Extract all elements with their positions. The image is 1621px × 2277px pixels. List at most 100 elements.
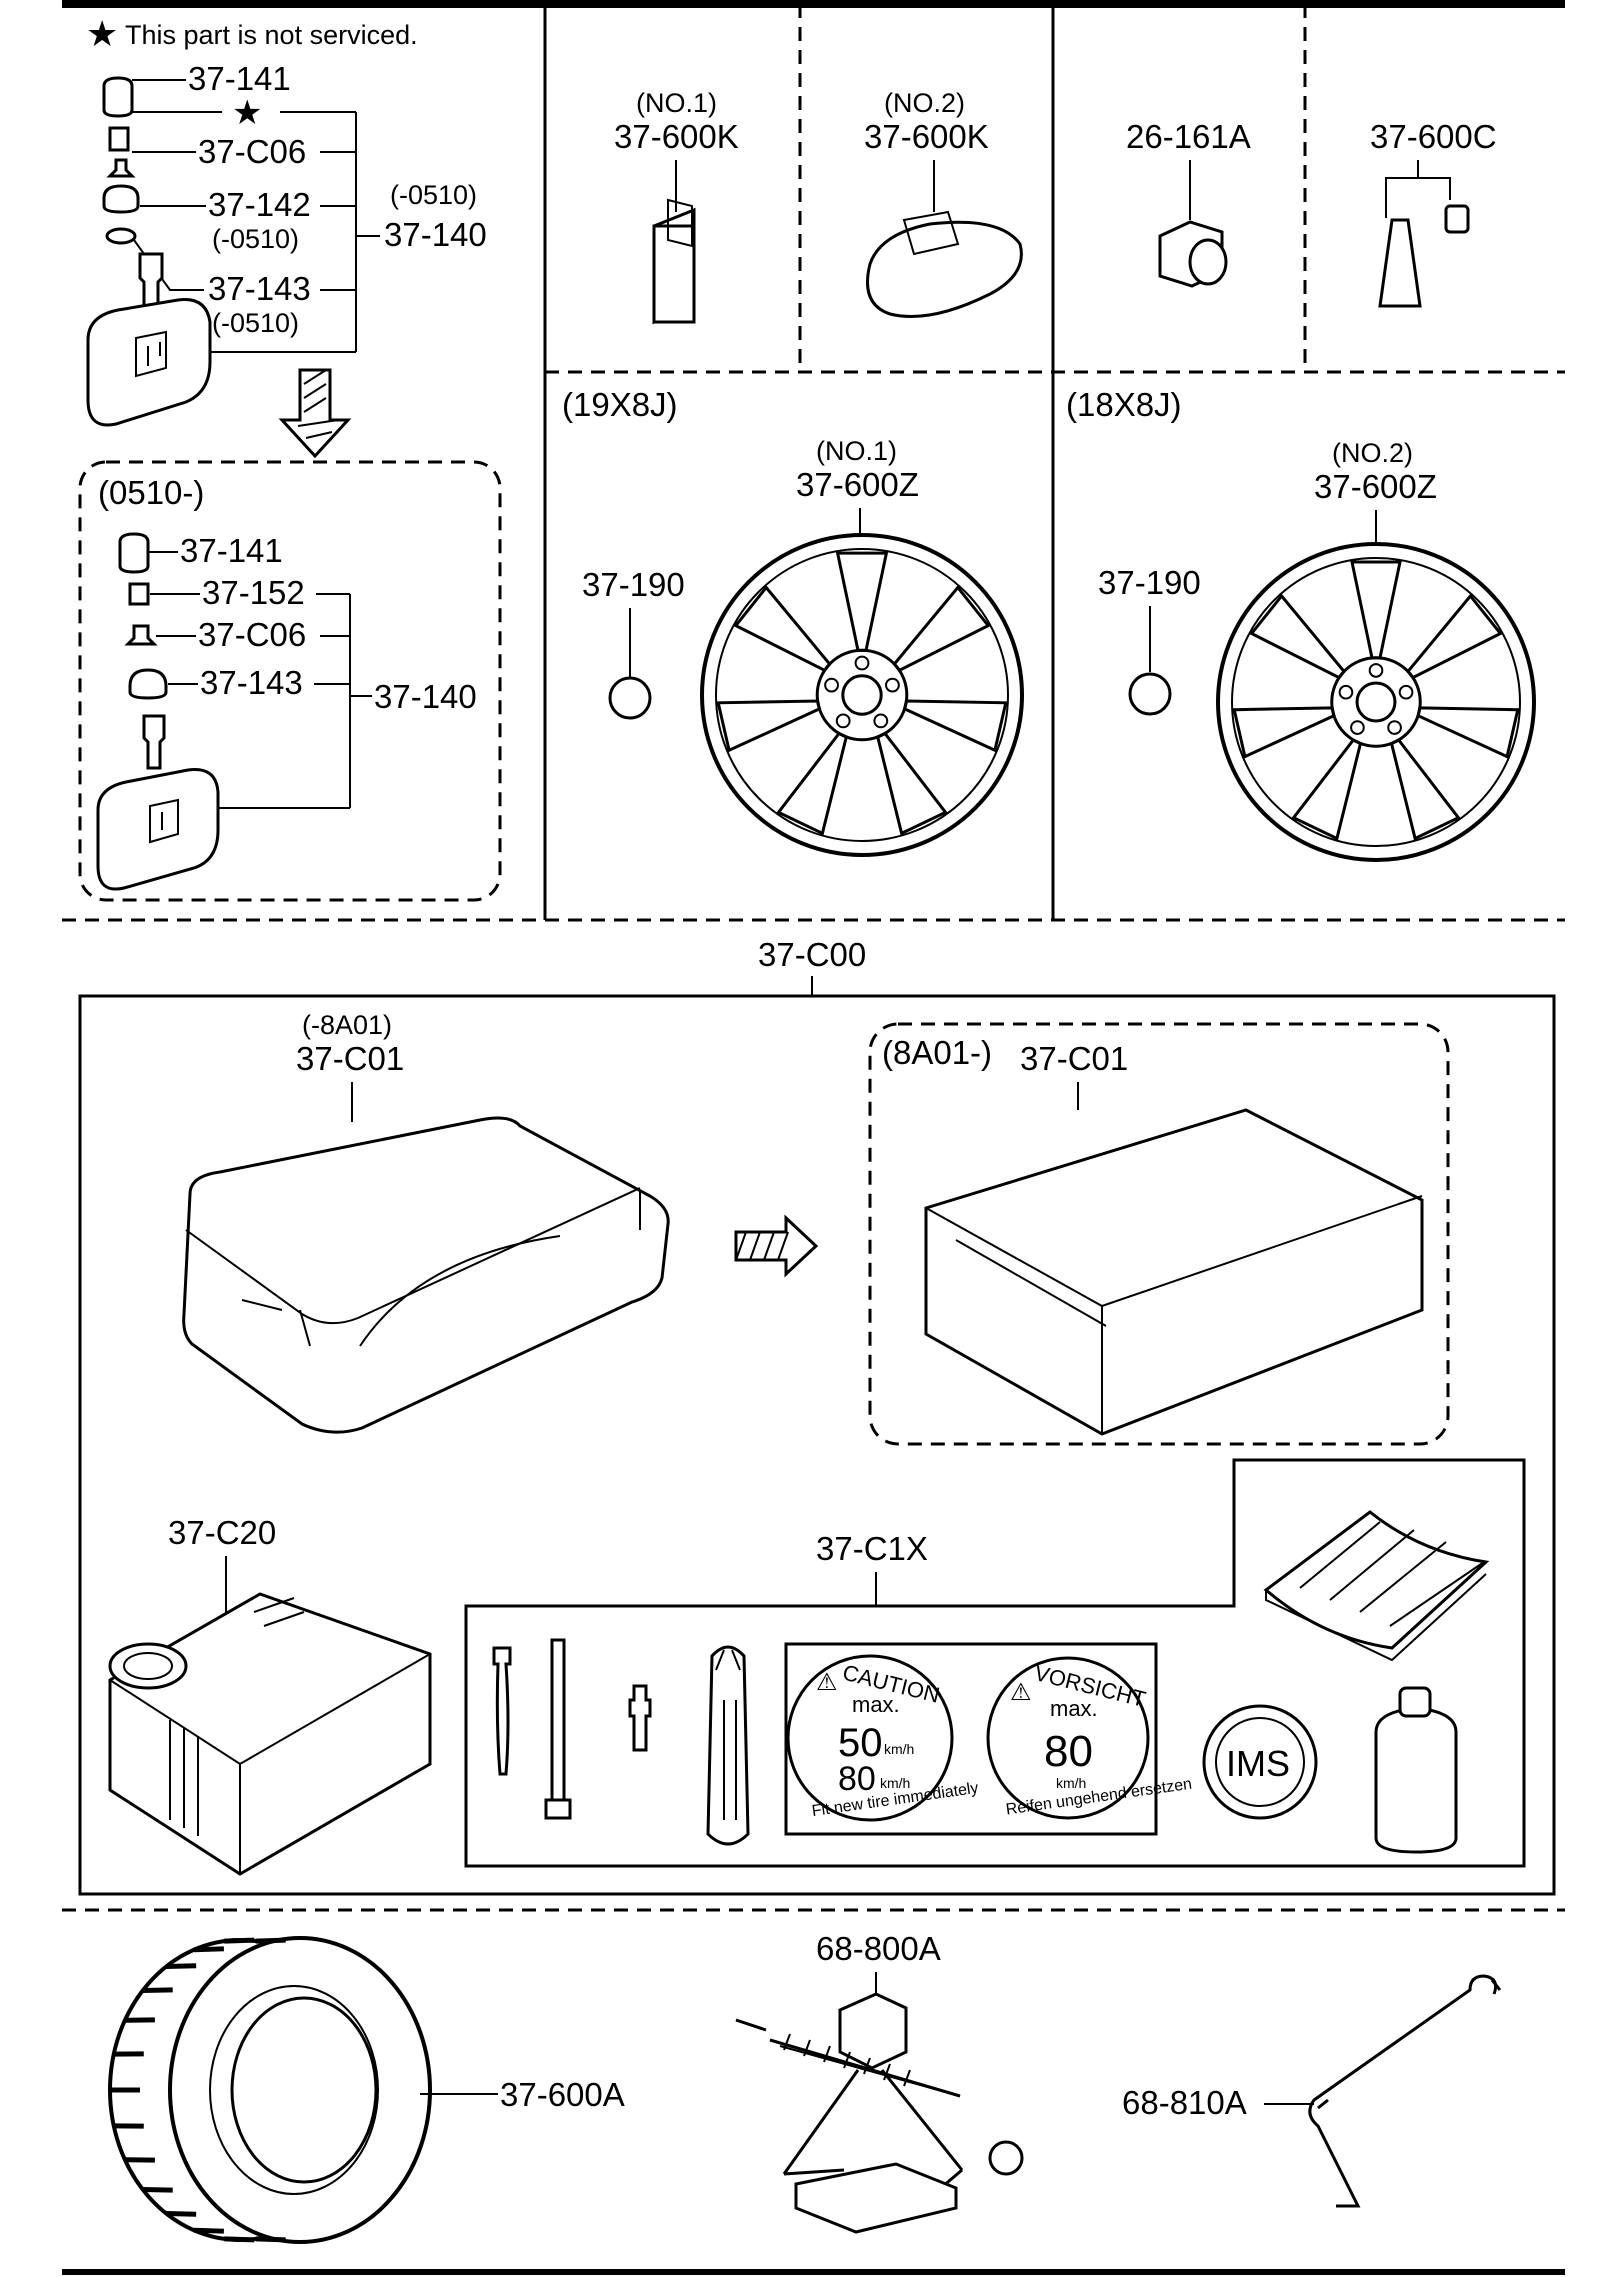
- late-sensor-detail: [149, 798, 179, 844]
- vorsicht-warning-icon: ⚠: [1010, 1678, 1032, 1706]
- lug-hole: [824, 677, 839, 693]
- label-wheel18-cap: 37-190: [1098, 564, 1201, 601]
- tpms-late-group: (0510-) 37-141 37-152 37-C06 37-143 37-1…: [78, 460, 502, 902]
- label-cap: 37-141: [188, 60, 291, 97]
- booklet-icon: [1263, 1510, 1490, 1650]
- lug-hole: [1368, 663, 1384, 678]
- star-icon: ★: [86, 14, 118, 55]
- label-wheel19-cap: 37-190: [582, 566, 685, 603]
- label-early-range: (-0510): [390, 180, 477, 210]
- handle-outline: [1317, 1979, 1502, 2110]
- compressor-vents: [253, 1597, 305, 1627]
- caution-unit1: km/h: [884, 1741, 914, 1757]
- tire-tread-block: [255, 2236, 286, 2243]
- wheel-18-group: (18X8J) (NO.2) 37-600Z 37-190: [1066, 386, 1536, 862]
- wheel-spoke: [1406, 593, 1503, 680]
- jack-top-icon: [838, 1992, 908, 2070]
- wheel-spoke: [892, 585, 991, 673]
- caution-speed2: 80: [838, 1760, 876, 1798]
- label-sealant-set: 37-C1X: [816, 1530, 928, 1567]
- lug-hole: [873, 713, 889, 729]
- ims-text: IMS: [1226, 1743, 1290, 1784]
- lug-hole: [835, 713, 851, 729]
- jack-eye-icon: [988, 2140, 1024, 2176]
- label-nut-range: (-0510): [212, 224, 299, 254]
- label-wheel18-size: (18X8J): [1066, 386, 1182, 423]
- label-late-assembly: 37-140: [374, 678, 477, 715]
- case-new-box: [868, 1022, 1450, 1446]
- tire-tread-block: [224, 1937, 255, 1944]
- vorsicht-speed: 80: [1044, 1727, 1093, 1776]
- tire-tread-block: [166, 1963, 197, 1970]
- valve-core-spare-icon: [628, 1684, 652, 1752]
- wheel-center-bore: [841, 674, 883, 716]
- jack-group: 68-800A: [735, 1930, 1024, 2234]
- label-wheel19-part: 37-600Z: [796, 466, 919, 503]
- caution-speed1: 50: [838, 1721, 883, 1765]
- vorsicht-ring: [986, 1656, 1150, 1820]
- wheel-spoke: [1249, 593, 1346, 680]
- compressor-icon: [108, 1592, 432, 1876]
- wheel19-icon: [700, 533, 1024, 857]
- label-valve-core: 37-C06: [198, 133, 306, 170]
- label-jack: 68-800A: [816, 1930, 941, 1967]
- label-late-core: 37-152: [202, 574, 305, 611]
- caution-ring: [786, 1654, 954, 1822]
- case-new-edge: [925, 1195, 1423, 1434]
- label-wheel-nut: 26-161A: [1126, 118, 1251, 155]
- lug-hole: [1350, 720, 1365, 735]
- valve-cap-icon: [1444, 204, 1470, 234]
- repair-kit-group: 37-C00 (-8A01) 37-C01 (8A01-) 37-C01 37-…: [78, 936, 1556, 1896]
- label-case-new-range: (8A01-): [882, 1034, 992, 1071]
- label-tire: 37-600A: [500, 2076, 625, 2113]
- label-repair-kit: 37-C00: [758, 936, 866, 973]
- nut-icon: [102, 184, 140, 214]
- balance-weight-no1: (NO.1) 37-600K: [614, 88, 739, 325]
- down-arrow-icon: [278, 368, 352, 459]
- center-cap18-icon: [1128, 672, 1172, 716]
- label-wheel19-tag: (NO.1): [816, 436, 897, 466]
- wheel-spoke: [733, 585, 832, 673]
- caution-max: max.: [852, 1692, 900, 1717]
- case-old-seam: [185, 1187, 641, 1347]
- star-note: This part is not serviced.: [125, 20, 418, 50]
- case-old-icon: [182, 1116, 670, 1434]
- label-wheel18-tag: (NO.2): [1332, 438, 1413, 468]
- lug-hole: [1398, 684, 1414, 700]
- label-nut: 37-142: [208, 186, 311, 223]
- late-grommet-icon: [128, 668, 168, 700]
- label-weight1-tag: (NO.1): [636, 88, 717, 118]
- lug-hole: [885, 677, 900, 693]
- label-late-grommet: 37-143: [200, 664, 303, 701]
- core-icon: [108, 126, 130, 152]
- label-washer-range: (-0510): [212, 308, 299, 338]
- wheel-spoke: [1389, 738, 1461, 841]
- core-remover-detail: [715, 1649, 741, 1820]
- compressor-edge: [109, 1653, 431, 1874]
- valve-tool-icon: [544, 1638, 572, 1820]
- caution-unit2: km/h: [880, 1775, 910, 1791]
- right-arrow-hatch: [735, 1231, 789, 1261]
- tire-tread-block: [224, 2236, 255, 2243]
- tire-rim-hole: [230, 1996, 378, 2184]
- late-core-icon: [128, 582, 150, 606]
- tire-tread-block: [142, 1987, 173, 1994]
- jack-screw: [779, 2033, 961, 2097]
- tpms-early-group: ★ This part is not serviced. 37-141 ★ 37…: [86, 14, 487, 459]
- cap-icon: [102, 76, 134, 118]
- balance-weight-no2: (NO.2) 37-600K: [864, 88, 1023, 318]
- wheel-spoke: [835, 551, 889, 652]
- lug-hole: [854, 655, 870, 671]
- label-wheel18-part: 37-600Z: [1314, 468, 1437, 505]
- wheel-rim-inner: [1231, 557, 1521, 847]
- late-sensor-icon: [96, 767, 220, 891]
- label-late-valve: 37-C06: [198, 616, 306, 653]
- label-case-old-range: (-8A01): [302, 1010, 392, 1040]
- booklet-lines: [1265, 1521, 1487, 1662]
- wheel-spoke: [716, 699, 822, 753]
- tire-bead: [209, 1985, 379, 2195]
- ims-sticker: [1202, 1704, 1318, 1820]
- case-new-icon: [924, 1108, 1424, 1436]
- gauge-inner: [123, 1652, 173, 1680]
